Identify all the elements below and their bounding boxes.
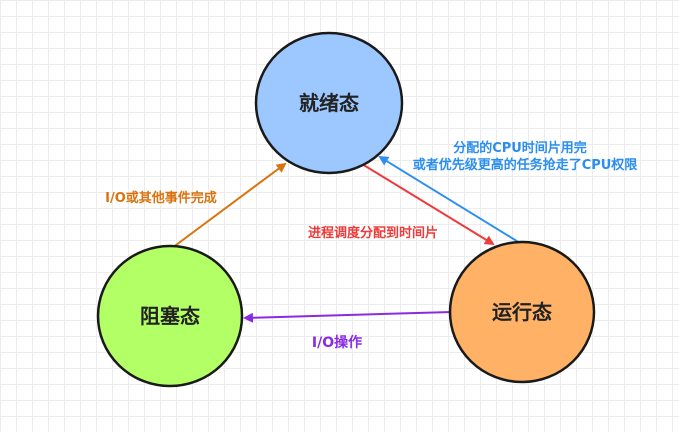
arrow-running-to-blocked: [243, 311, 453, 323]
state-running-circle: [448, 240, 596, 384]
state-ready: 就绪态: [254, 31, 404, 175]
label-running-to-ready-line2: 或者优先级更高的任务抢走了CPU权限: [413, 157, 639, 173]
state-blocked-circle: [96, 244, 244, 388]
state-blocked: 阻塞态: [96, 244, 244, 388]
state-ready-label: 就绪态: [299, 91, 359, 115]
label-running-to-ready-line1: 分配的CPU时间片用完: [453, 140, 587, 156]
state-blocked-label: 阻塞态: [140, 304, 200, 328]
label-blocked-to-ready: I/O或其他事件完成: [105, 190, 217, 206]
state-ready-circle: [254, 31, 404, 175]
label-running-to-blocked: I/O操作: [312, 334, 362, 351]
label-ready-to-running: 进程调度分配到时间片: [308, 225, 438, 241]
state-running-label: 运行态: [492, 300, 552, 324]
arrow-blocked-to-ready: [171, 162, 287, 249]
arrow-ready-to-running: [361, 163, 495, 246]
arrow-running-to-ready: [378, 155, 521, 244]
state-running: 运行态: [448, 240, 596, 384]
